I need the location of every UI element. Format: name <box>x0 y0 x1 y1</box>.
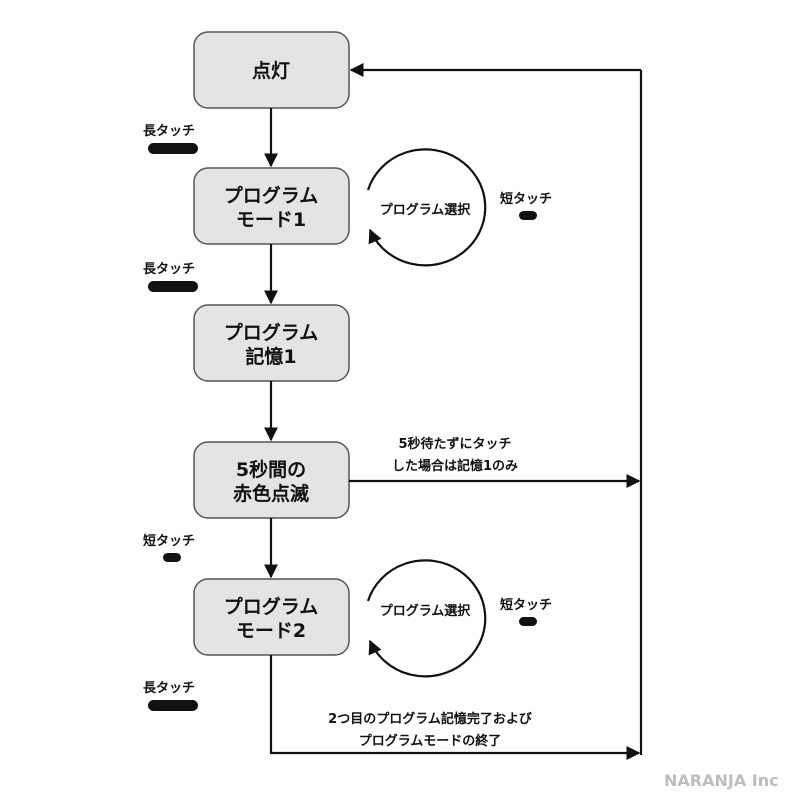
long-touch-label: 長タッチ <box>143 681 195 696</box>
node-red-blink: 5秒間の 赤色点滅 <box>193 441 350 519</box>
note-no-touch-line1: 5秒待たずにタッチ <box>398 436 511 452</box>
short-touch-label: 短タッチ <box>500 597 552 613</box>
node-program-memory-1-line2: 記憶1 <box>245 345 296 368</box>
loop-program-select-1: プログラム選択 <box>366 148 487 267</box>
long-touch-pill-icon <box>148 143 198 154</box>
arrow-mode2-to-return <box>269 655 641 760</box>
long-touch-pill-icon <box>148 700 198 711</box>
node-program-memory-1: プログラム 記憶1 <box>193 304 350 382</box>
action-long-touch-3: 長タッチ <box>143 681 198 711</box>
note-end-line1: 2つ目のプログラム記憶完了および <box>328 711 533 727</box>
watermark: NARANJA Inc <box>664 771 779 790</box>
node-lit-label: 点灯 <box>252 60 290 82</box>
long-touch-label: 長タッチ <box>143 124 195 139</box>
long-touch-label: 長タッチ <box>143 262 195 277</box>
short-touch-label: 短タッチ <box>143 533 195 549</box>
loop-arrow-icon <box>366 559 487 678</box>
note-end-line2: プログラムモードの終了 <box>359 733 502 749</box>
node-program-mode-1: プログラム モード1 <box>193 167 350 245</box>
node-lit: 点灯 <box>193 31 350 109</box>
node-program-mode-1-line2: モード1 <box>236 209 306 231</box>
node-program-memory-1-line1: プログラム <box>224 321 318 344</box>
long-touch-pill-icon <box>148 281 198 292</box>
loop-program-select-label: プログラム選択 <box>380 202 472 218</box>
action-long-touch-1: 長タッチ <box>143 124 198 154</box>
node-program-mode-1-line1: プログラム <box>224 184 318 207</box>
loop-arrow-icon <box>366 148 487 267</box>
short-touch-label: 短タッチ <box>500 191 552 207</box>
short-touch-pill-icon <box>163 553 181 562</box>
node-red-blink-line2: 赤色点滅 <box>233 482 309 505</box>
node-program-mode-2-line2: モード2 <box>236 620 306 642</box>
loop-program-select-label: プログラム選択 <box>380 603 472 619</box>
action-short-touch-3: 短タッチ <box>500 597 552 626</box>
node-red-blink-line1: 5秒間の <box>236 458 306 481</box>
loop-program-select-2: プログラム選択 <box>366 559 487 678</box>
note-end: 2つ目のプログラム記憶完了および プログラムモードの終了 <box>328 711 533 749</box>
action-short-touch-1: 短タッチ <box>143 533 195 562</box>
note-no-touch: 5秒待たずにタッチ した場合は記憶1のみ <box>392 436 518 474</box>
action-short-touch-2: 短タッチ <box>500 191 552 220</box>
short-touch-pill-icon <box>519 211 537 220</box>
note-no-touch-line2: した場合は記憶1のみ <box>392 458 518 474</box>
action-long-touch-2: 長タッチ <box>143 262 198 292</box>
node-program-mode-2-line1: プログラム <box>224 595 318 618</box>
node-program-mode-2: プログラム モード2 <box>193 578 350 656</box>
short-touch-pill-icon <box>519 617 537 626</box>
